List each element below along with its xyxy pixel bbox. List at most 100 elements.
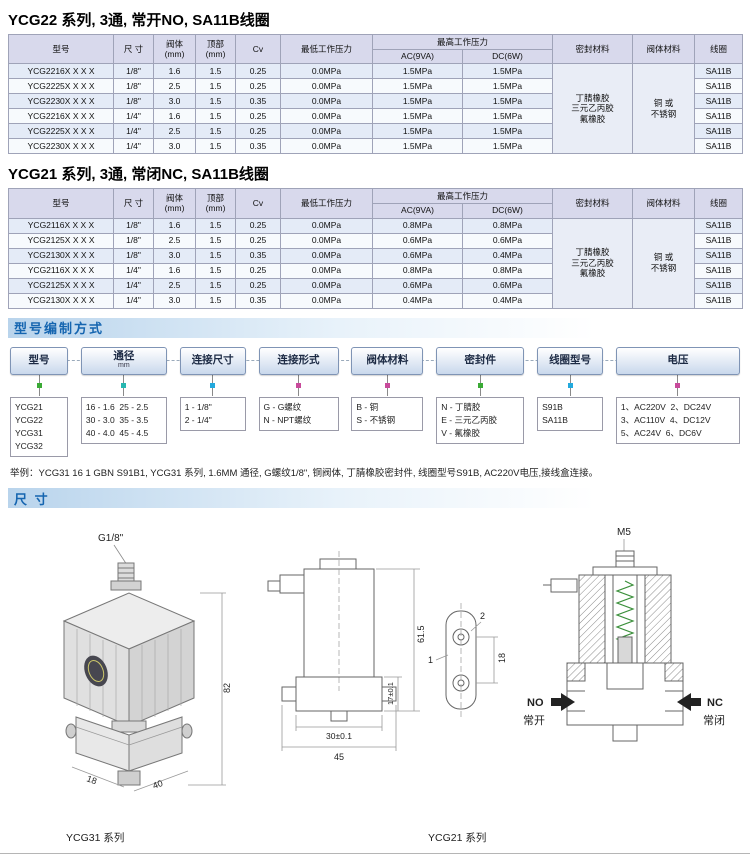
cell-model: YCG2225X X X X <box>8 78 114 95</box>
cell-size: 1/4" <box>113 108 154 125</box>
col-body: 阀体 (mm) <box>153 33 196 65</box>
col-seal: 密封材料 <box>552 188 634 219</box>
cell-ac: 1.5MPa <box>372 78 463 95</box>
cell-coil: SA11B <box>694 292 744 309</box>
dim-1-label: 1 <box>428 655 433 665</box>
flow-box-label: 电压 <box>667 353 689 366</box>
cell-dc: 1.5MPa <box>461 93 554 110</box>
no-label: NO <box>527 697 544 709</box>
plunger <box>617 636 633 664</box>
cell-cv: 0.25 <box>235 123 281 140</box>
cell-min: 0.0MPa <box>280 277 373 294</box>
stem-section <box>592 550 658 576</box>
flow-col-connection-size: 连接尺寸 1 - 1/8" 2 - 1/4" <box>179 346 246 431</box>
cell-top: 1.5 <box>195 292 236 309</box>
col-body-material: 阀体材料 <box>632 33 696 65</box>
flow-box-body-material: 阀体材料 <box>351 346 424 375</box>
col-max-pressure: 最高工作压力 <box>371 34 554 50</box>
dimension-82: 82 <box>188 592 232 786</box>
valve-body-section <box>566 662 684 742</box>
dimension-61-5: 61.5 <box>376 568 426 712</box>
dim-30-label: 30±0.1 <box>326 731 352 741</box>
cell-seal: 丁腈橡胶 三元乙丙胶 氟橡胶 <box>552 217 634 309</box>
flow-connector <box>384 374 390 397</box>
col-ac: AC(9VA) <box>372 202 463 219</box>
cell-model: YCG2216X X X X <box>8 108 114 125</box>
cell-coil: SA11B <box>694 232 744 249</box>
spade-connector <box>267 574 305 594</box>
cell-model: YCG2116X X X X <box>8 217 114 234</box>
cell-dc: 1.5MPa <box>461 78 554 95</box>
numbering-example: 举例：YCG31 16 1 GBN S91B1, YCG31 系列, 1.6MM… <box>10 468 599 480</box>
cell-model: YCG2125X X X X <box>8 277 114 294</box>
table-header: 型号 尺 寸 阀体 (mm) 顶部 (mm) Cv 最低工作压力 最高工作压力 … <box>8 33 744 65</box>
flow-box-label: 型号 <box>28 353 50 366</box>
flow-box-sublabel: mm <box>118 362 130 370</box>
flow-options-seal: N - 丁腈胶 E - 三元乙丙胶 V - 氟橡胶 <box>436 396 525 445</box>
cell-min: 0.0MPa <box>280 93 373 110</box>
cell-model: YCG2230X X X X <box>8 93 114 110</box>
cell-min: 0.0MPa <box>280 138 373 155</box>
cell-coil: SA11B <box>694 63 744 80</box>
flow-connector <box>210 374 216 397</box>
flow-options-coil-model: S91B SA11B <box>537 396 604 431</box>
cell-ac: 1.5MPa <box>372 123 463 140</box>
top-view: 1 2 18 <box>428 603 507 718</box>
cell-dc: 0.6MPa <box>461 277 554 294</box>
nc-cn-label: 常闭 <box>703 714 725 727</box>
cell-size: 1/8" <box>113 247 154 264</box>
col-model: 型号 <box>8 33 114 65</box>
ycg31-isometric-drawing: G1/8" <box>62 533 232 792</box>
section-numbering-bar: 型号编制方式 <box>8 317 742 338</box>
cell-coil: SA11B <box>694 247 744 264</box>
cell-body: 3.0 <box>153 247 196 264</box>
cell-min: 0.0MPa <box>280 247 373 264</box>
cell-ac: 1.5MPa <box>372 108 463 125</box>
flow-options-diameter: 16 - 1.6 25 - 2.5 30 - 3.0 35 - 3.5 40 -… <box>80 396 167 445</box>
cell-dc: 0.4MPa <box>461 247 554 264</box>
cell-cv: 0.25 <box>235 78 281 95</box>
cell-model: YCG2230X X X X <box>8 138 114 155</box>
no-cn-label: 常开 <box>523 714 545 727</box>
cell-dc: 0.8MPa <box>461 262 554 279</box>
flow-connector <box>477 374 483 397</box>
dim-61-5-label: 61.5 <box>416 626 426 644</box>
cell-ac: 0.4MPa <box>372 292 463 309</box>
col-coil: 线圈 <box>694 33 744 65</box>
title-ycg22: YCG22 系列, 3通, 常开NO, SA11B线圈 <box>8 12 270 29</box>
flow-box-label: 密封件 <box>464 353 496 366</box>
cell-ac: 1.5MPa <box>372 93 463 110</box>
flow-box-label: 阀体材料 <box>366 353 409 366</box>
spec-table-ycg22: 型号 尺 寸 阀体 (mm) 顶部 (mm) Cv 最低工作压力 最高工作压力 … <box>8 33 744 155</box>
dimension-40: 40 <box>133 770 189 792</box>
cell-size: 1/4" <box>113 138 154 155</box>
flow-box-label: 线圈型号 <box>549 353 592 366</box>
col-max-pressure: 最高工作压力 <box>371 188 554 204</box>
cell-dc: 1.5MPa <box>461 63 554 80</box>
cell-ac: 0.6MPa <box>372 277 463 294</box>
cell-cv: 0.25 <box>235 262 281 279</box>
flow-box-connection-size: 连接尺寸 <box>179 346 246 375</box>
dimension-30: 30±0.1 <box>295 715 383 741</box>
flow-box-seal: 密封件 <box>436 346 525 375</box>
coil-stem <box>110 562 142 591</box>
valve-body <box>65 716 193 786</box>
flow-col-coil-model: 线圈型号 S91B SA11B <box>537 346 604 431</box>
cell-coil: SA11B <box>694 138 744 155</box>
cell-body: 2.5 <box>153 78 196 95</box>
cell-model: YCG2216X X X X <box>8 63 114 80</box>
flow-options-connection-type: G - G螺纹 N - NPT螺纹 <box>258 396 339 431</box>
valve-body-outline <box>281 676 397 722</box>
flow-box-coil-model: 线圈型号 <box>537 346 604 375</box>
section-dimensions-title: 尺 寸 <box>14 491 50 507</box>
col-ac: AC(9VA) <box>372 48 463 65</box>
col-model: 型号 <box>8 188 114 219</box>
cell-body: 3.0 <box>153 93 196 110</box>
col-coil: 线圈 <box>694 188 744 219</box>
